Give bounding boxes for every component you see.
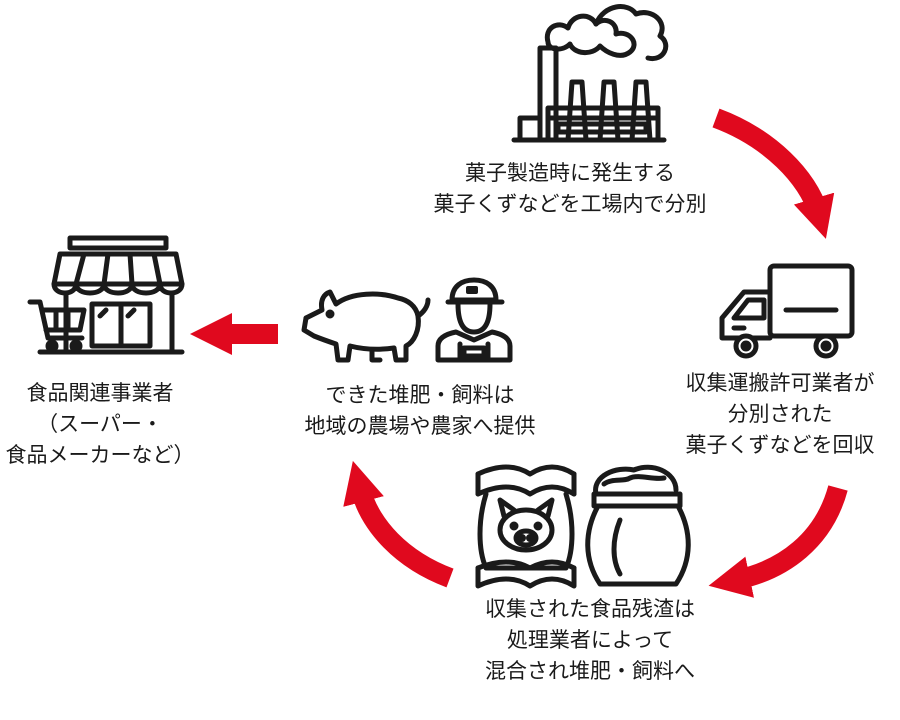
truck-step-label: 収集運搬許可業者が 分別された 菓子くずなどを回収 [640, 368, 900, 461]
store-label-line: 食品メーカーなど） [5, 443, 195, 467]
compost-label-line: 収集された食品残渣は [485, 597, 695, 621]
feed-bag-icon [475, 464, 577, 589]
farmer-icon [435, 277, 513, 363]
arrow-compost-to-farm [343, 460, 454, 588]
compost-sack-icon [585, 464, 691, 587]
compost-label-line: 処理業者によって [506, 628, 674, 652]
store-step-label: 食品関連事業者 （スーパー・ 食品メーカーなど） [0, 378, 200, 471]
truck-label-line: 収集運搬許可業者が [685, 371, 875, 395]
store-label-line: 食品関連事業者 [26, 381, 174, 405]
factory-label-line: 菓子くずなどを工場内で分別 [433, 192, 707, 216]
pig-icon [301, 289, 431, 363]
arrow-factory-to-truck [712, 108, 835, 239]
truck-icon [719, 263, 855, 359]
factory-label-line: 菓子製造時に発生する [465, 161, 675, 185]
arrow-truck-to-compost [708, 485, 848, 598]
store-label-line: （スーパー・ [37, 412, 163, 436]
farm-label-line: 地域の農場や農家へ提供 [304, 414, 536, 438]
store-icon [27, 235, 185, 355]
factory-step-label: 菓子製造時に発生する 菓子くずなどを工場内で分別 [390, 158, 750, 220]
farm-step-label: できた堆肥・飼料は 地域の農場や農家へ提供 [270, 380, 570, 442]
truck-label-line: 分別された [727, 402, 833, 426]
truck-label-line: 菓子くずなどを回収 [685, 433, 875, 457]
factory-icon [511, 4, 669, 143]
farm-label-line: できた堆肥・飼料は [325, 383, 515, 407]
compost-step-label: 収集された食品残渣は 処理業者によって 混合され堆肥・飼料へ [440, 594, 740, 687]
compost-label-line: 混合され堆肥・飼料へ [485, 659, 695, 683]
